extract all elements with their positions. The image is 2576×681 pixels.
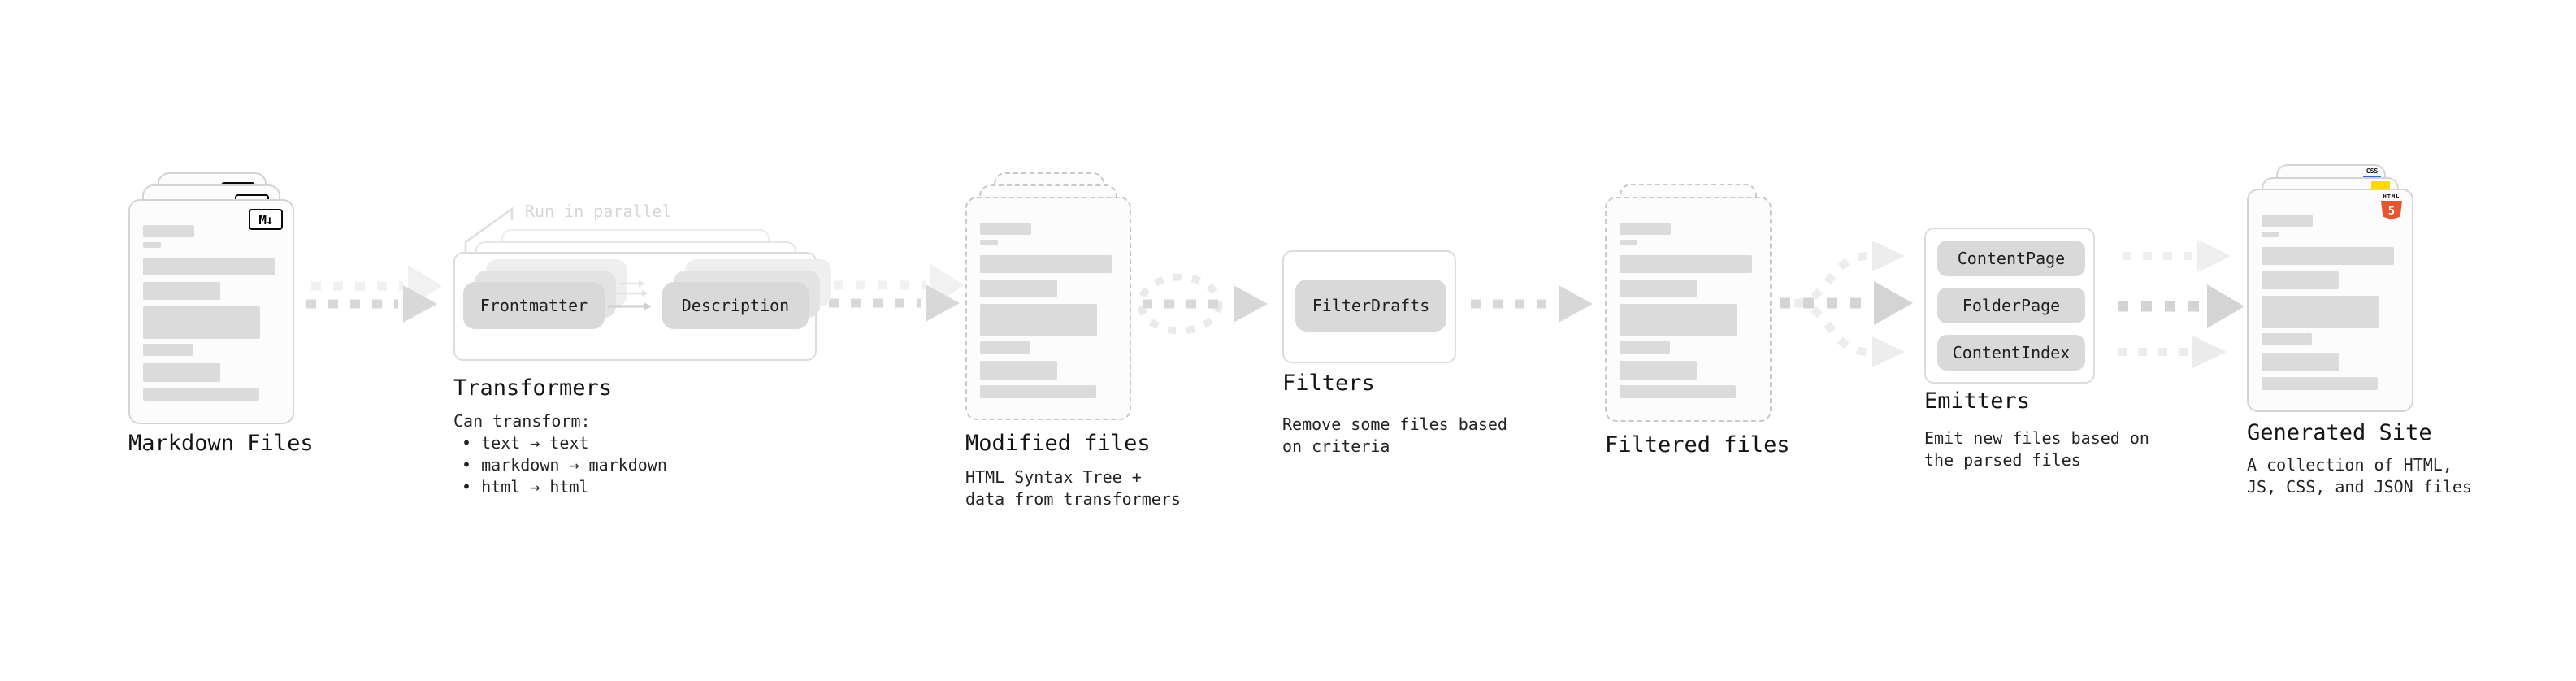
description-pill: Description <box>662 282 809 329</box>
emitters-panel: ContentPage FolderPage ContentIndex <box>1924 228 2095 384</box>
transformers-description: Can transform: • text → text • markdown … <box>453 410 667 498</box>
doc-content-lines <box>2262 215 2394 390</box>
arrow-modified-to-filters <box>1137 273 1268 335</box>
filters-title: Filters <box>1282 371 1375 396</box>
filters-desc-line: on criteria <box>1282 436 1390 456</box>
modified-files-stack <box>965 172 1131 421</box>
filtered-file-card-front <box>1605 197 1772 422</box>
contentpage-pill: ContentPage <box>1937 241 2085 276</box>
html-file-card: HTML 5 <box>2247 189 2413 412</box>
filters-description: Remove some files based on criteria <box>1282 414 1507 458</box>
doc-content-lines <box>980 223 1112 398</box>
transformers-title: Transformers <box>453 375 613 401</box>
filterdrafts-pill: FilterDrafts <box>1295 280 1446 332</box>
contentindex-pill: ContentIndex <box>1937 335 2085 371</box>
markdown-file-card-front: M↓ <box>128 199 294 424</box>
filtered-files-stack <box>1605 184 1772 422</box>
emitters-description: Emit new files based on the parsed files <box>1924 427 2149 471</box>
modified-files-description: HTML Syntax Tree + data from transformer… <box>965 466 1181 510</box>
filtered-files-title: Filtered files <box>1605 432 1790 458</box>
markdown-files-stack: M↓ M↓ M↓ <box>128 172 294 424</box>
folderpage-pill: FolderPage <box>1937 288 2085 323</box>
modified-files-desc-line: HTML Syntax Tree + <box>965 467 1142 487</box>
modified-file-card-front <box>965 197 1131 420</box>
emitters-desc-line: Emit new files based on <box>1924 428 2149 448</box>
run-in-parallel-annotation: Run in parallel <box>525 202 672 221</box>
arrow-markdown-to-transformers <box>306 265 442 323</box>
arrow-filtered-to-emitters <box>1780 241 1913 367</box>
modified-files-desc-line: data from transformers <box>965 489 1181 509</box>
css-icon-label: CSS <box>2366 167 2379 175</box>
doc-content-lines <box>1620 223 1752 398</box>
annotation-leader-line <box>464 206 514 252</box>
generated-site-stack: CSS HTML 5 <box>2247 164 2413 412</box>
svg-text:5: 5 <box>2388 205 2395 218</box>
generated-site-desc-line: A collection of HTML, <box>2247 455 2452 475</box>
markdown-icon: M↓ <box>249 209 283 230</box>
markdown-files-title: Markdown Files <box>128 431 314 456</box>
parallel-run-arrows <box>608 280 652 310</box>
arrow-filters-to-filtered <box>1471 285 1593 323</box>
generated-site-desc-line: JS, CSS, and JSON files <box>2247 477 2472 497</box>
filters-desc-line: Remove some files based <box>1282 414 1507 434</box>
transformer-panel-front: Frontmatter Description <box>453 252 831 361</box>
emitters-desc-line: the parsed files <box>1924 450 2081 470</box>
frontmatter-pill: Frontmatter <box>463 282 605 329</box>
transformers-desc-heading: Can transform: <box>453 411 591 431</box>
html5-shield: 5 <box>2381 201 2402 219</box>
filters-panel: FilterDrafts <box>1282 250 1456 363</box>
transformers-bullet: • markdown → markdown <box>462 455 667 475</box>
html5-icon: HTML 5 <box>2381 193 2402 223</box>
transformers-bullet: • html → html <box>462 477 589 497</box>
html5-icon-word: HTML <box>2383 193 2400 200</box>
transformers-bullet: • text → text <box>462 433 589 453</box>
arrow-transformers-to-modified <box>829 264 965 322</box>
generated-site-description: A collection of HTML, JS, CSS, and JSON … <box>2247 454 2472 498</box>
transformers-panel-stack: Frontmatter Description <box>453 229 831 361</box>
filters-panel-box: FilterDrafts <box>1282 250 1456 363</box>
doc-content-lines <box>143 225 275 401</box>
arrows-emitters-to-site <box>2118 240 2244 368</box>
emitters-panel-box: ContentPage FolderPage ContentIndex <box>1924 228 2095 384</box>
css-icon: CSS <box>2363 167 2381 178</box>
modified-files-title: Modified files <box>965 431 1151 456</box>
emitters-title: Emitters <box>1924 388 2031 414</box>
generated-site-title: Generated Site <box>2247 420 2432 445</box>
